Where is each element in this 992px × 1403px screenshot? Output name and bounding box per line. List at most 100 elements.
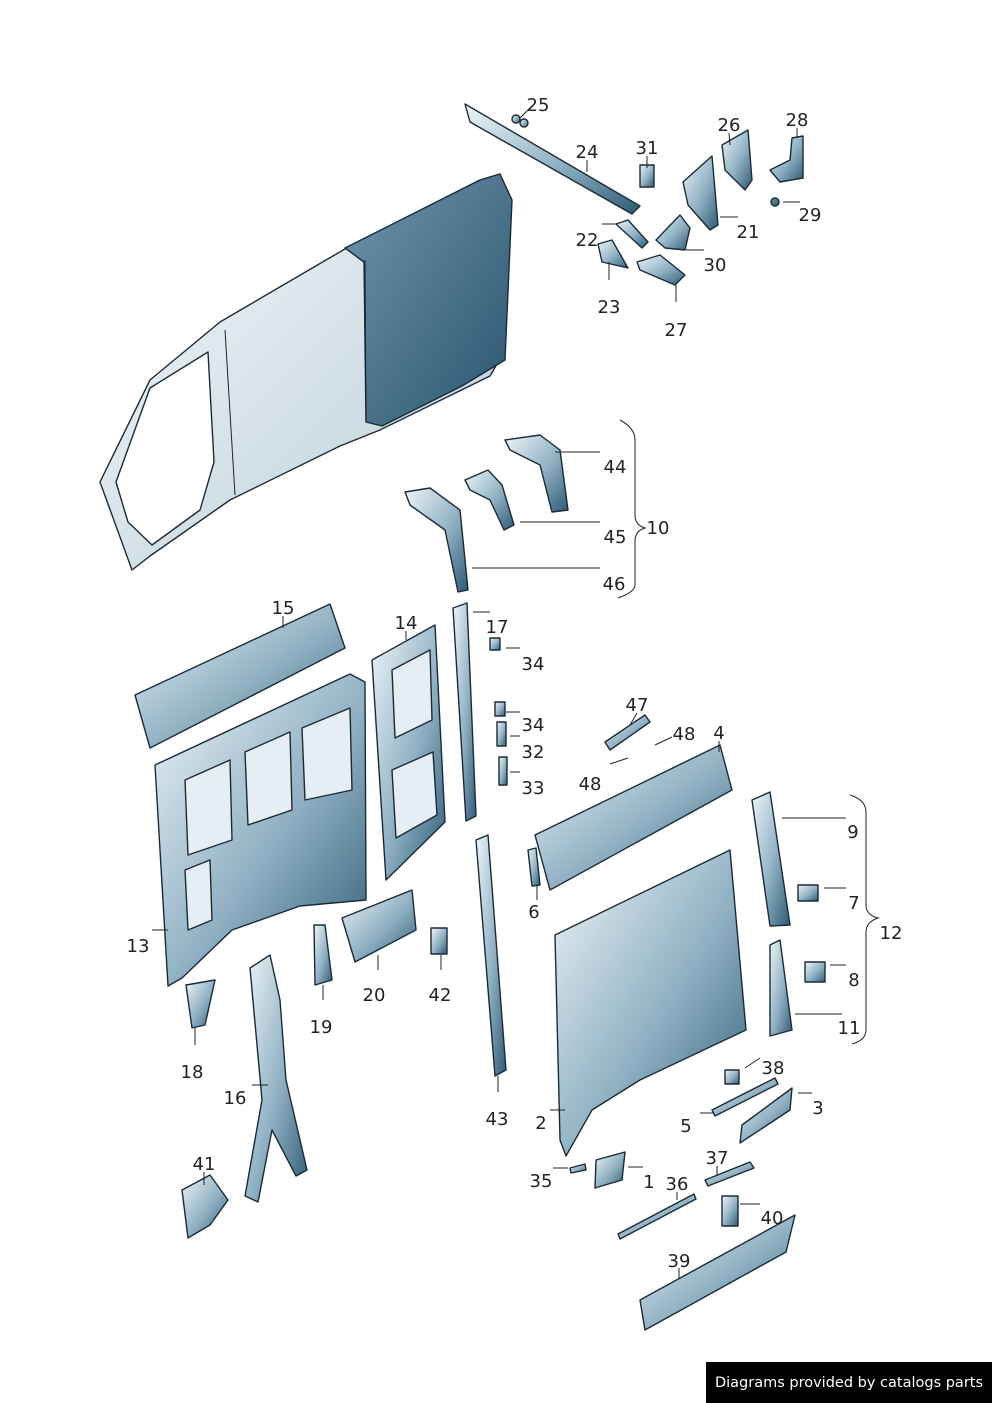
part-17	[452, 602, 477, 822]
part-13-openings	[184, 707, 353, 931]
part-45	[464, 469, 515, 531]
label-31: 31	[636, 138, 659, 159]
part-41	[181, 1174, 229, 1239]
label-15: 15	[272, 598, 295, 619]
label-38: 38	[762, 1058, 785, 1079]
part-39	[639, 1214, 796, 1331]
label-34b: 34	[522, 715, 545, 736]
part-44	[504, 434, 569, 513]
label-12: 12	[880, 923, 903, 944]
label-27: 27	[665, 320, 688, 341]
part-47	[604, 714, 651, 751]
label-36: 36	[666, 1174, 689, 1195]
label-9: 9	[847, 822, 858, 843]
part-20	[341, 889, 417, 963]
bracket-10	[617, 419, 647, 599]
label-39: 39	[668, 1251, 691, 1272]
part-16	[244, 954, 308, 1203]
label-32: 32	[522, 742, 545, 763]
part-6	[527, 847, 541, 887]
part-21	[682, 155, 719, 231]
label-13: 13	[127, 936, 150, 957]
part-34a	[489, 637, 501, 651]
part-33	[498, 756, 508, 786]
part-31	[639, 164, 655, 188]
label-8: 8	[848, 970, 859, 991]
part-5	[711, 1077, 779, 1117]
part-22	[615, 219, 649, 249]
label-5: 5	[680, 1116, 691, 1137]
label-43: 43	[486, 1109, 509, 1130]
label-7: 7	[848, 893, 859, 914]
part-2	[554, 849, 747, 1157]
label-26: 26	[718, 115, 741, 136]
label-11: 11	[838, 1018, 861, 1039]
part-19	[313, 924, 333, 986]
part-18	[185, 979, 216, 1029]
part-32	[496, 721, 507, 747]
label-47: 47	[626, 695, 649, 716]
part-7	[797, 884, 819, 902]
label-48a: 48	[673, 724, 696, 745]
bracket-12	[849, 794, 880, 1045]
part-15	[134, 603, 346, 749]
part-25	[511, 114, 521, 124]
label-21: 21	[737, 222, 760, 243]
label-25: 25	[527, 95, 550, 116]
part-26	[721, 129, 753, 191]
label-6: 6	[528, 902, 539, 923]
label-17: 17	[486, 617, 509, 638]
part-9	[751, 791, 791, 927]
label-30: 30	[704, 255, 727, 276]
label-41: 41	[193, 1154, 216, 1175]
label-4: 4	[713, 723, 724, 744]
part-35	[569, 1163, 587, 1174]
part-40	[721, 1195, 739, 1227]
part-36	[617, 1193, 697, 1240]
part-37	[704, 1161, 755, 1187]
label-28: 28	[786, 110, 809, 131]
label-37: 37	[706, 1148, 729, 1169]
label-16: 16	[224, 1088, 247, 1109]
label-35: 35	[530, 1171, 553, 1192]
part-34b	[494, 701, 506, 717]
label-44: 44	[604, 457, 627, 478]
label-3: 3	[812, 1098, 823, 1119]
part-4	[534, 744, 733, 891]
label-34a: 34	[522, 654, 545, 675]
part-38	[724, 1069, 740, 1085]
part-1	[594, 1151, 626, 1189]
label-46: 46	[603, 574, 626, 595]
label-2: 2	[535, 1113, 546, 1134]
label-1: 1	[643, 1172, 654, 1193]
part-23	[597, 239, 629, 269]
label-24: 24	[576, 142, 599, 163]
label-19: 19	[310, 1017, 333, 1038]
label-18: 18	[181, 1062, 204, 1083]
part-25b	[519, 118, 529, 128]
label-45: 45	[604, 527, 627, 548]
part-24	[464, 103, 641, 215]
part-8	[804, 961, 826, 983]
label-42: 42	[429, 985, 452, 1006]
label-29: 29	[799, 205, 822, 226]
part-11	[769, 939, 793, 1037]
part-42	[430, 927, 448, 955]
part-43	[475, 834, 507, 1077]
part-28	[769, 135, 804, 183]
label-33: 33	[522, 778, 545, 799]
label-40: 40	[761, 1208, 784, 1229]
part-46	[404, 487, 469, 593]
part-29	[770, 197, 780, 207]
credit-footer: Diagrams provided by catalogs parts	[706, 1362, 992, 1403]
label-20: 20	[363, 985, 386, 1006]
label-10: 10	[647, 518, 670, 539]
label-14: 14	[395, 613, 418, 634]
part-3	[739, 1087, 793, 1144]
part-30	[655, 214, 691, 251]
part-27	[636, 254, 686, 286]
side-panel-assembly	[99, 173, 513, 571]
label-22: 22	[576, 230, 599, 251]
label-23: 23	[598, 297, 621, 318]
